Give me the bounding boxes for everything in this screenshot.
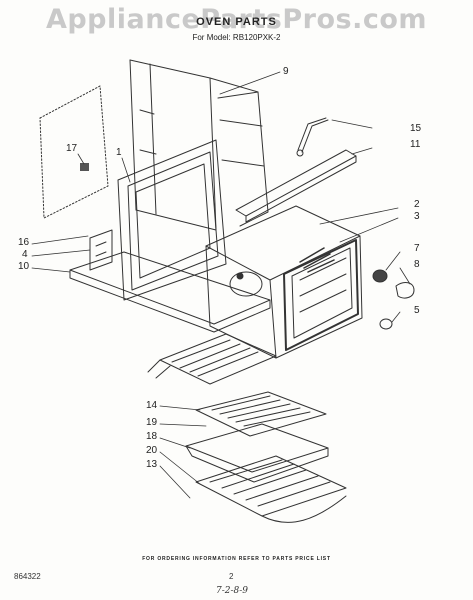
callout-20: 20 <box>146 445 158 456</box>
element-bracket <box>235 149 357 223</box>
broiler-pan <box>185 423 329 483</box>
callout-16: 16 <box>18 237 30 248</box>
callout-9: 9 <box>283 66 289 77</box>
side-insulation-panel <box>39 85 109 219</box>
plug-button <box>379 318 393 330</box>
bake-element <box>147 333 277 385</box>
document-code: 864322 <box>14 572 41 581</box>
callout-19: 19 <box>146 417 158 428</box>
callout-15: 15 <box>410 123 422 134</box>
callout-14: 14 <box>146 400 158 411</box>
leader-lines <box>31 71 411 499</box>
bottom-tray <box>69 251 271 333</box>
callout-7: 7 <box>414 243 420 254</box>
callout-2: 2 <box>414 199 420 210</box>
model-subtitle: For Model: RB120PXK-2 <box>192 33 281 42</box>
callout-5: 5 <box>414 305 420 316</box>
oven-back-frame <box>129 59 269 231</box>
callout-11: 11 <box>410 139 421 150</box>
temperature-sensor <box>296 117 329 157</box>
watermark: AppliancePartsPros.com <box>45 4 428 35</box>
callout-1: 1 <box>116 147 122 158</box>
handwritten-date: 7-2-8-9 <box>216 586 249 596</box>
ordering-note: FOR ORDERING INFORMATION REFER TO PARTS … <box>142 556 331 562</box>
broiler-grid <box>195 391 327 437</box>
callout-8: 8 <box>414 259 420 270</box>
bracket <box>89 229 113 271</box>
callout-3: 3 <box>414 211 420 222</box>
callout-17: 17 <box>66 143 78 154</box>
callout-4: 4 <box>22 249 28 260</box>
diagram-title: OVEN PARTS <box>196 16 277 28</box>
callout-13: 13 <box>146 459 158 470</box>
light-bulb <box>395 282 415 299</box>
oven-rack <box>195 455 347 523</box>
light-socket <box>372 269 388 283</box>
page-number: 2 <box>229 572 234 581</box>
callout-18: 18 <box>146 431 158 442</box>
callout-10: 10 <box>18 261 30 272</box>
